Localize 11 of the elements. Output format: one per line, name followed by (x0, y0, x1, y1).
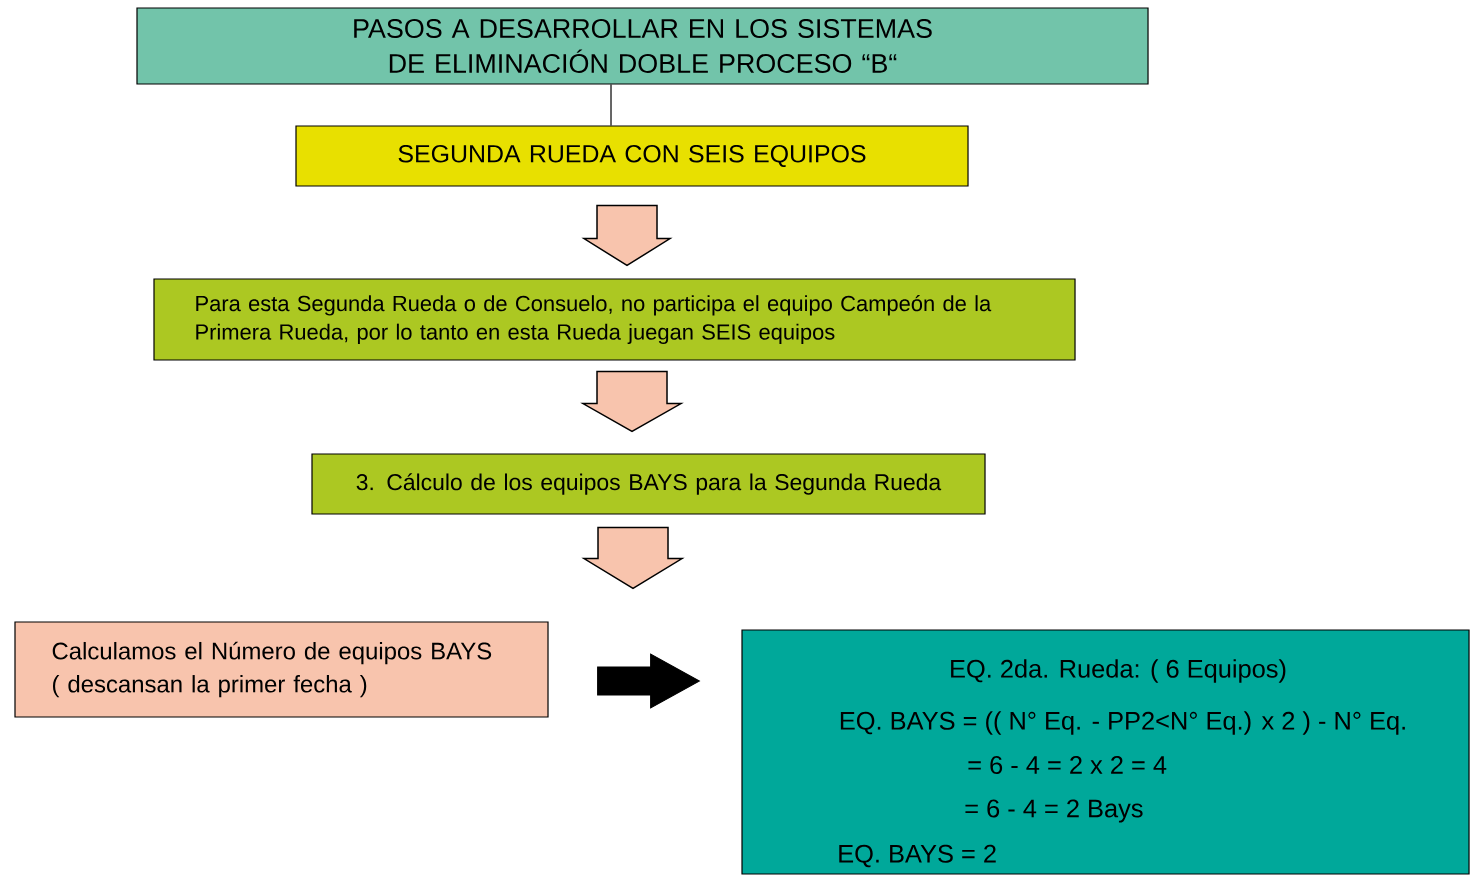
formula-box: EQ. 2da. Rueda: ( 6 Equipos) EQ. BAYS = (( N° Eq. - PP2<N° Eq.) x 2 ) - N° Eq. = 6 - 4 = 2 x 2 = 4 = 6 - 4 = 2 Bays EQ. BAYS = 2 (741, 629, 1470, 875)
step-box: 3. Cálculo de los equipos BAYS para la Segunda Rueda (311, 453, 986, 515)
step-box: Calculamos el Número de equipos BAYS ( descansan la primer fecha ) (14, 621, 549, 718)
step-box: SEGUNDA RUEDA CON SEIS EQUIPOS (295, 125, 969, 187)
block-arrow (581, 526, 685, 590)
block-arrow (597, 653, 700, 709)
step-box: Para esta Segunda Rueda o de Consuelo, no participa el equipo Campeón de la Primera Rueda, por lo tanto en esta Rueda juegan SEIS equipos (153, 278, 1076, 361)
title-box: PASOS A DESARROLLAR EN LOS SISTEMAS DE ELIMINACIÓN DOBLE PROCESO “B“ (136, 7, 1149, 85)
block-arrow (580, 370, 684, 433)
block-arrow (581, 204, 673, 267)
connector-line (610, 84, 612, 126)
